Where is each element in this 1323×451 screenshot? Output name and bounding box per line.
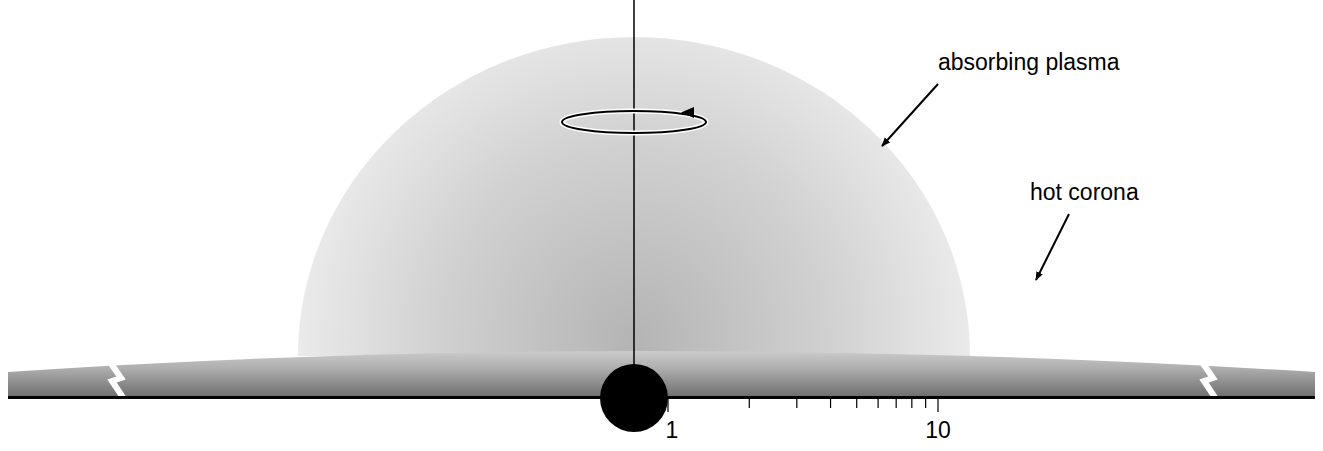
radius-ticks xyxy=(668,399,938,412)
tick-mark xyxy=(830,399,831,408)
rotation-halo xyxy=(562,111,706,133)
tick-mark xyxy=(896,399,897,408)
tick-mark xyxy=(796,399,797,408)
axis-number: 10 xyxy=(925,419,951,442)
axis-number: 1 xyxy=(666,419,679,442)
rotation-ellipse xyxy=(562,111,706,133)
tick-mark xyxy=(937,399,938,412)
black-hole xyxy=(600,364,668,432)
rotation-axis xyxy=(633,0,635,370)
corona-label: hot corona xyxy=(1030,181,1139,204)
break-mark xyxy=(1202,362,1216,399)
leader-arrow xyxy=(882,84,938,146)
tick-mark xyxy=(749,399,750,408)
break-mark xyxy=(110,362,124,399)
tick-mark xyxy=(878,399,879,408)
tick-mark xyxy=(925,399,926,408)
plasma-label: absorbing plasma xyxy=(938,51,1120,74)
tick-mark xyxy=(911,399,912,408)
leader-arrow xyxy=(1036,214,1069,280)
tick-mark xyxy=(667,399,668,412)
tick-mark xyxy=(856,399,857,408)
rotation-arrowhead xyxy=(681,107,694,118)
